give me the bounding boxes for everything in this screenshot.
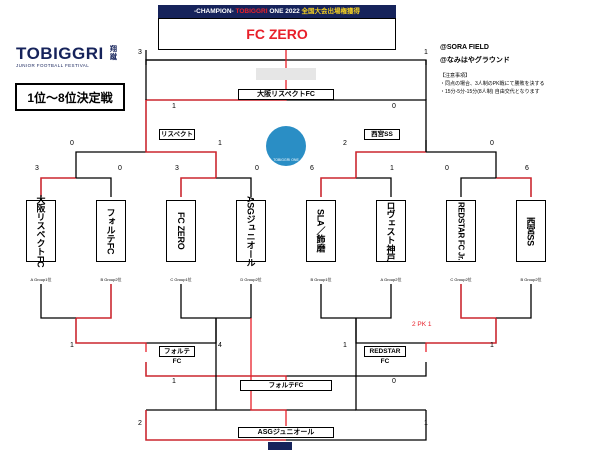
team-box: 大阪リスペクトFC (26, 195, 56, 267)
title-text: 1位～8位決定戦 (27, 90, 113, 105)
banner-jp: 全国大会出場権獲得 (301, 8, 361, 15)
score-final-left: 3 (138, 49, 142, 56)
score-sf-bottom: 0 (392, 378, 396, 385)
placeholder-box (256, 68, 316, 80)
qf-winner-left: リスペクト (159, 129, 195, 140)
header-banner: -CHAMPION- TOBIGGRI ONE 2022 全国大会出場権獲得 (158, 5, 396, 18)
team-name: フォルテFC (105, 207, 116, 255)
pk-label: 2 PK 1 (412, 321, 432, 328)
tournament-emblem: TOBIGGRI ONE (266, 126, 306, 166)
venue-field: @SORA FIELD (440, 44, 489, 51)
team-name: ロヴェスト神戸 (385, 200, 396, 262)
champion-box: FC ZERO (158, 18, 396, 50)
score-r1: 0 (118, 165, 122, 172)
group-label: B Group2位 (520, 277, 542, 282)
score-final-right: 1 (424, 49, 428, 56)
group-label: A Group2位 (380, 277, 402, 282)
group-label: B Group1位 (310, 277, 332, 282)
banner-suffix: ONE 2022 (267, 8, 300, 15)
group-label: D Group2位 (240, 277, 262, 282)
venue-ground: @なみはやグラウンド (440, 57, 510, 64)
group-label: C Group1位 (170, 277, 192, 282)
third-place-label: フォルテFC (240, 380, 332, 391)
team-name: FC ZERO (176, 212, 186, 250)
banner-brand: TOBIGGRI (235, 8, 268, 15)
qf-winner-right: 西宮SS (364, 129, 400, 140)
score-r1: 3 (35, 165, 39, 172)
logo-main: TOBIGGRI (16, 44, 104, 63)
score-qf-bottom: 1 (70, 342, 74, 349)
team-name: SLA／飾磨 (315, 209, 326, 253)
team-box: ロヴェスト神戸 (376, 200, 406, 262)
score-r1: 0 (445, 165, 449, 172)
emblem-text: TOBIGGRI ONE (273, 158, 299, 162)
score-qf-bottom: 1 (343, 342, 347, 349)
loser-winner-left: フォルテFC (159, 346, 195, 365)
fifth-place-label: ASGジュニオール (238, 427, 334, 438)
group-label: A Group1位 (30, 277, 52, 282)
logo-sub: JUNIOR FOOTBALL FESTIVAL (16, 63, 90, 68)
score-r1: 6 (525, 165, 529, 172)
notes-line1: ・同点の場合、3人制のPK戦にて勝敗を決する (440, 81, 545, 87)
score-r1: 6 (310, 165, 314, 172)
logo-kanji: 翔蹴 (110, 46, 117, 61)
red-dot-marker (268, 442, 292, 450)
team-box: SLA／飾磨 (306, 200, 336, 262)
team-box: 西宮SS (516, 200, 546, 262)
score-qf: 1 (218, 140, 222, 147)
title-box: 1位～8位決定戦 (15, 83, 125, 111)
notes-heading: 【注意事項】 (440, 73, 471, 79)
score-r1: 0 (255, 165, 259, 172)
sf-winner-label: 大阪リスペクトFC (238, 89, 334, 100)
group-label: B Group2位 (100, 277, 122, 282)
score-sf-bottom: 1 (172, 378, 176, 385)
team-name: ASGジュニオール (245, 195, 256, 267)
score-qf: 0 (490, 140, 494, 147)
score-final-bottom: 2 (138, 420, 142, 427)
score-final-bottom: 1 (424, 420, 428, 427)
team-box: REDSTAR FC Jr. (446, 200, 476, 262)
loser-winner-right: REDSTAR FC (364, 346, 406, 365)
score-qf: 2 (343, 140, 347, 147)
team-box: フォルテFC (96, 200, 126, 262)
logo: TOBIGGRI 翔蹴 JUNIOR FOOTBALL FESTIVAL (16, 44, 128, 72)
score-qf: 0 (70, 140, 74, 147)
score-sf-right: 0 (392, 103, 396, 110)
team-box: FC ZERO (166, 200, 196, 262)
score-sf-left: 1 (172, 103, 176, 110)
team-name: REDSTAR FC Jr. (456, 201, 466, 261)
score-qf-bottom: 4 (218, 342, 222, 349)
team-name: 大阪リスペクトFC (35, 194, 46, 268)
score-qf-bottom: 1 (490, 342, 494, 349)
team-name: 西宮SS (525, 216, 536, 246)
score-r1: 3 (175, 165, 179, 172)
group-label: C Group2位 (450, 277, 472, 282)
team-box: ASGジュニオール (236, 196, 266, 266)
banner-prefix: -CHAMPION- (193, 8, 234, 15)
score-r1: 1 (390, 165, 394, 172)
notes-line2: ・15分-5分-15分(8人制) 自由交代となります (440, 89, 540, 95)
champion-name: FC ZERO (246, 26, 308, 42)
